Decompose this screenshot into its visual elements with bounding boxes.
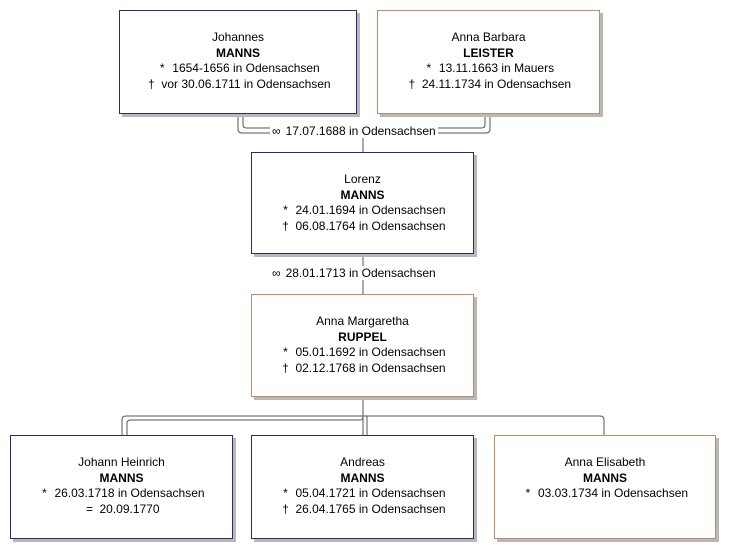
surname: MANNS	[216, 45, 260, 60]
marriage-date: 20.09.1770	[99, 501, 160, 516]
birth-event: * 26.03.1718 in Odensachsen	[11, 486, 232, 502]
birth-event: * 1654-1656 in Odensachsen	[120, 61, 356, 77]
birth-text: 13.11.1663 in Mauers	[438, 61, 555, 75]
surname: LEISTER	[463, 45, 514, 60]
marriage-text: 17.07.1688 in Odensachsen	[285, 124, 436, 138]
birth-text: 1654-1656 in Odensachsen	[172, 61, 320, 75]
death-event: † vor 30.06.1711 in Odensachsen	[120, 77, 356, 93]
surname: MANNS	[99, 470, 144, 485]
marriage-icon: ∞	[272, 266, 281, 280]
marriage-icon: ∞	[272, 124, 281, 138]
person-anna-elisabeth-manns[interactable]: Anna Elisabeth MANNS * 03.03.1734 in Oden…	[494, 435, 716, 539]
given-name: Johann Heinrich	[78, 455, 165, 469]
birth-symbol: *	[283, 486, 288, 500]
death-event: † 24.11.1734 in Odensachsen	[378, 77, 599, 93]
person-anna-barbara-leister[interactable]: Anna Barbara LEISTER * 13.11.1663 in Maue…	[377, 10, 600, 114]
death-event: † 06.08.1764 in Odensachsen	[252, 219, 473, 235]
birth-symbol: *	[283, 345, 288, 359]
death-symbol: †	[408, 76, 416, 91]
death-symbol: †	[282, 218, 289, 233]
birth-event: * 13.11.1663 in Mauers	[378, 61, 599, 77]
person-andreas-manns[interactable]: Andreas MANNS * 05.04.1721 in Odensachsen…	[251, 435, 474, 539]
marriage-text: 28.01.1713 in Odensachsen	[285, 266, 436, 280]
death-text: 06.08.1764 in Odensachsen	[295, 218, 446, 233]
death-text: 24.11.1734 in Odensachsen	[421, 76, 572, 91]
birth-text: 24.01.1694 in Odensachsen	[295, 203, 446, 217]
surname: MANNS	[583, 470, 627, 485]
death-event: † 02.12.1768 in Odensachsen	[252, 361, 473, 377]
marriage-couple: ∞ 28.01.1713 in Odensachsen	[270, 266, 438, 280]
birth-text: 05.01.1692 in Odensachsen	[295, 345, 446, 359]
person-lorenz-manns[interactable]: Lorenz MANNS *24.01.1694 in Odensachsen …	[251, 152, 474, 254]
birth-symbol: *	[42, 486, 47, 500]
marriage-parents: ∞ 17.07.1688 in Odensachsen	[270, 124, 438, 138]
birth-event: * 03.03.1734 in Odensachsen	[495, 486, 715, 502]
death-text: vor 30.06.1711 in Odensachsen	[161, 76, 331, 91]
marriage-event: = 20.09.1770	[11, 502, 232, 518]
surname: MANNS	[340, 187, 385, 202]
given-name: Andreas	[340, 455, 385, 469]
birth-event: * 24.01.1694 in Odensachsen	[252, 203, 473, 219]
birth-symbol: *	[525, 486, 531, 500]
birth-event: * 05.01.1692 in Odensachsen	[252, 345, 473, 361]
birth-text: 26.03.1718 in Odensachsen	[54, 486, 205, 500]
given-name: Anna Barbara	[451, 30, 526, 44]
given-name: Lorenz	[344, 172, 381, 186]
death-symbol: †	[282, 501, 289, 516]
birth-text: 05.04.1721 in Odensachsen	[295, 486, 446, 500]
given-name: Anna Margaretha	[316, 314, 409, 328]
person-johannes-manns[interactable]: Johannes MANNS * 1654-1656 in Odensachsen…	[119, 10, 357, 114]
birth-event: * 05.04.1721 in Odensachsen	[252, 486, 473, 502]
death-symbol: †	[282, 360, 289, 375]
person-anna-margaretha-ruppel[interactable]: Anna Margaretha RUPPEL * 05.01.1692 in Od…	[251, 294, 474, 397]
surname: MANNS	[340, 470, 385, 485]
marriage-symbol: =	[85, 501, 93, 516]
death-text: 02.12.1768 in Odensachsen	[295, 360, 446, 375]
death-event: † 26.04.1765 in Odensachsen	[252, 502, 473, 518]
surname: RUPPEL	[338, 329, 387, 344]
person-johann-heinrich-manns[interactable]: Johann Heinrich MANNS * 26.03.1718 in Ode…	[10, 435, 233, 539]
death-text: 26.04.1765 in Odensachsen	[295, 501, 446, 516]
birth-symbol: *	[159, 61, 165, 75]
birth-text: 03.03.1734 in Odensachsen	[537, 486, 689, 500]
birth-symbol: *	[283, 203, 288, 217]
birth-symbol: *	[426, 61, 432, 75]
death-symbol: †	[148, 76, 155, 91]
given-name: Johannes	[211, 30, 265, 44]
given-name: Anna Elisabeth	[564, 455, 646, 469]
